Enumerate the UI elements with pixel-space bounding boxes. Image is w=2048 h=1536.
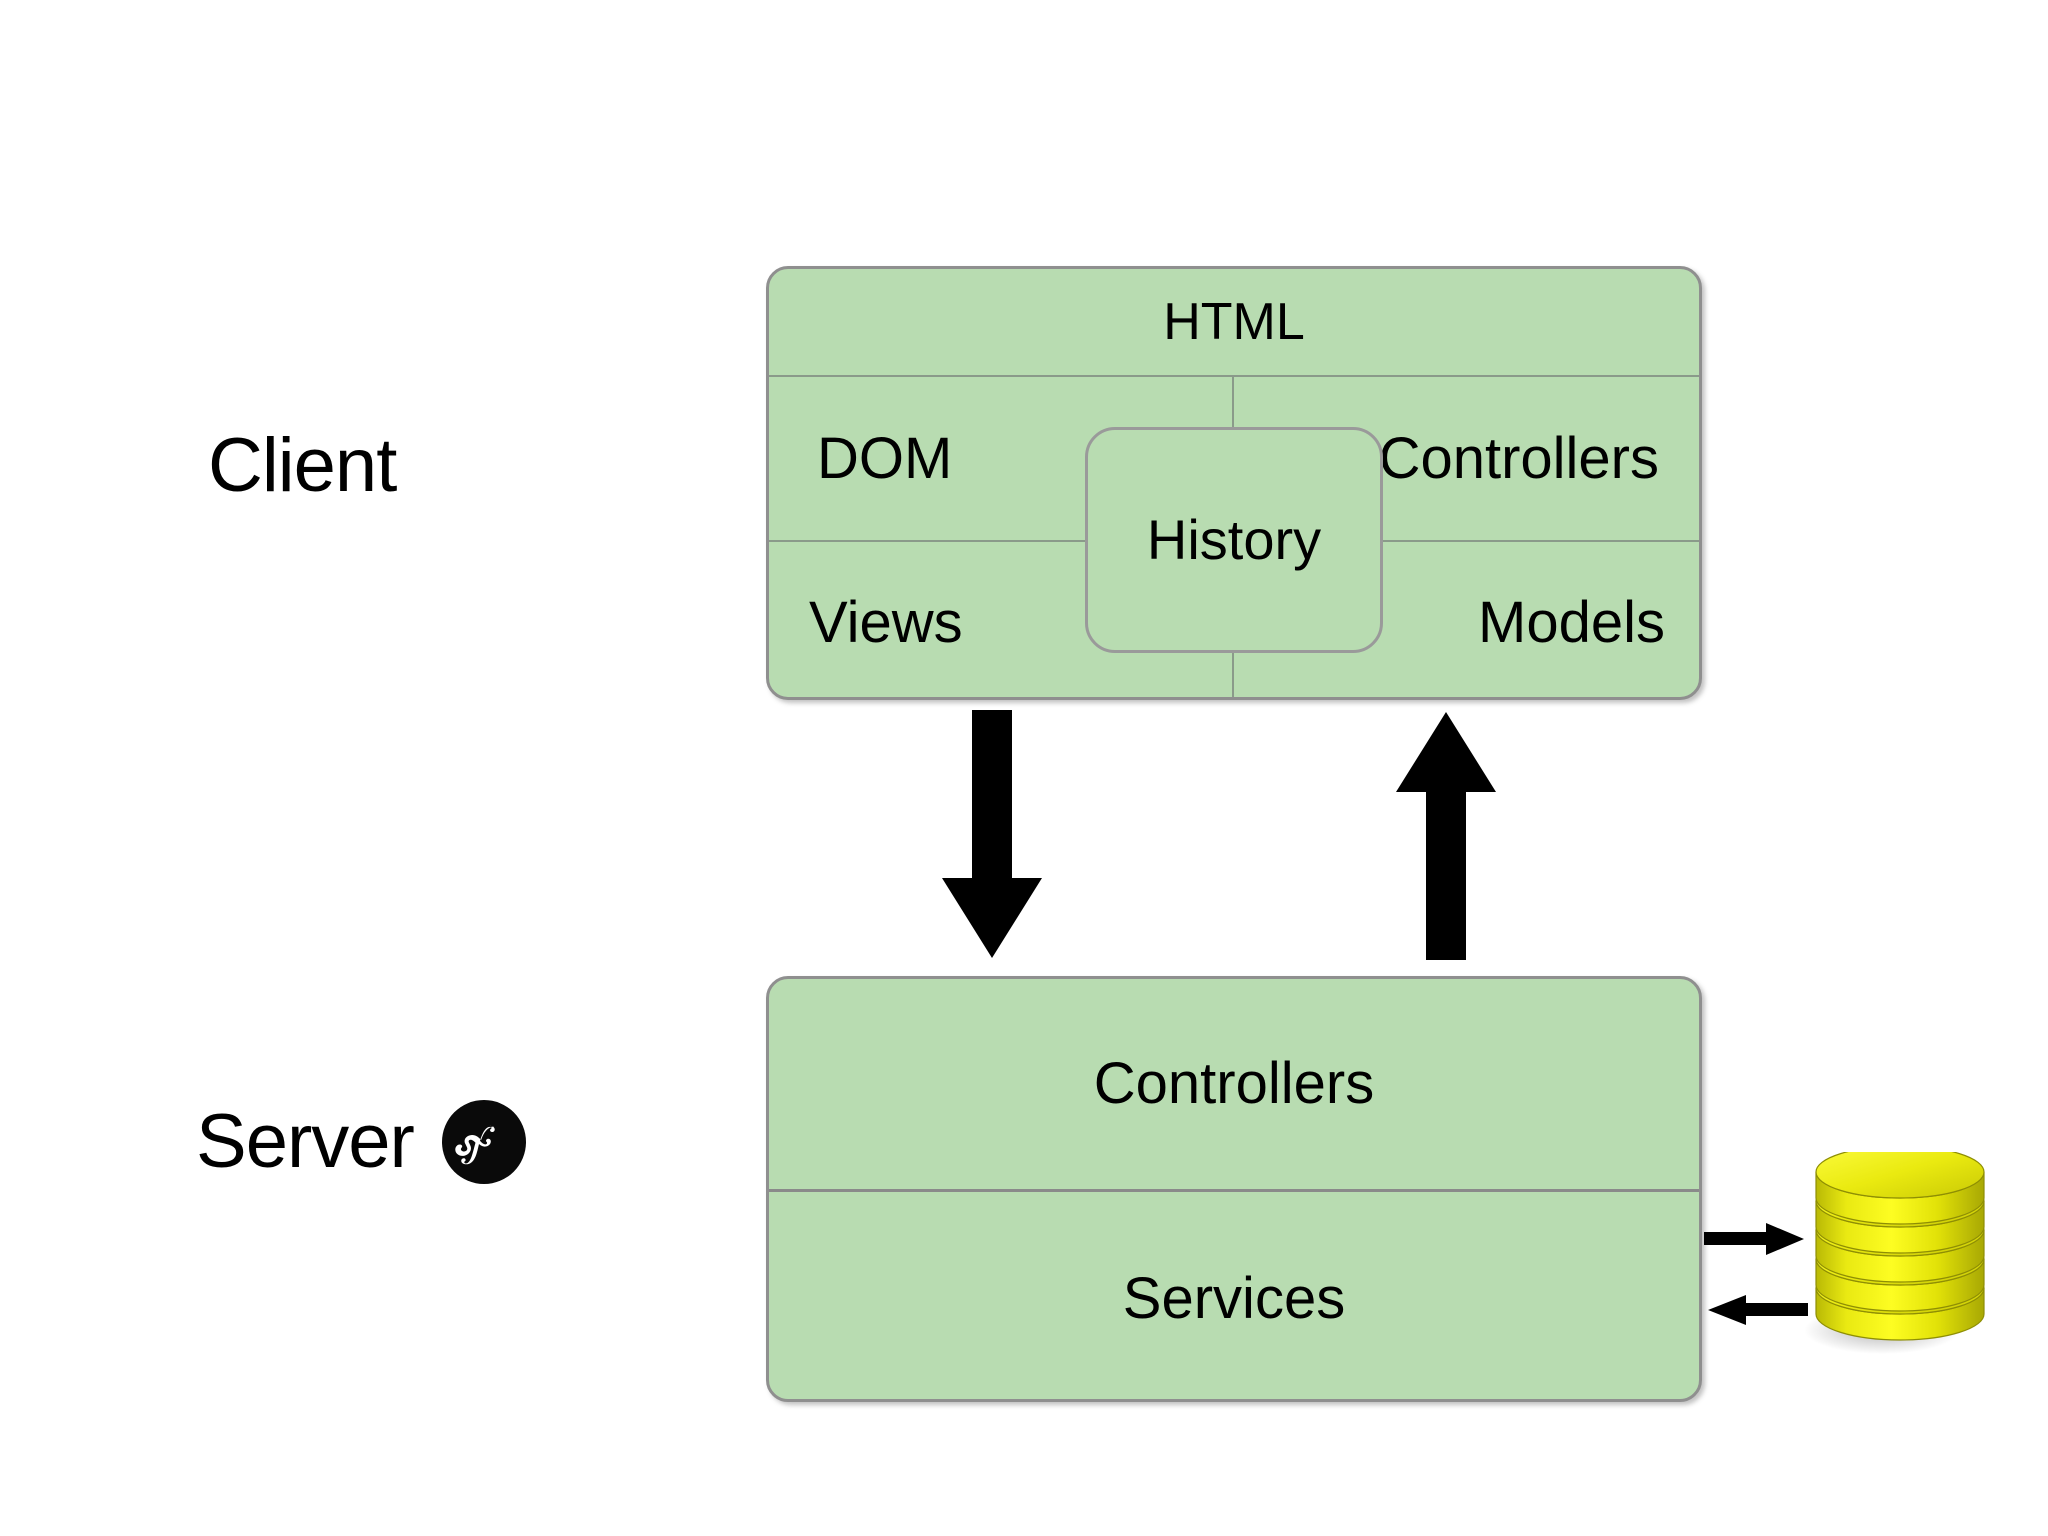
client-controllers-label: Controllers (1378, 425, 1659, 491)
symfony-logo-icon (441, 1100, 526, 1184)
server-to-client-up-arrow (1392, 710, 1500, 965)
server-services-label: Services (1122, 1265, 1346, 1331)
client-dom-label: DOM (817, 425, 953, 491)
client-to-server-down-arrow (938, 710, 1046, 965)
client-html-row: HTML (769, 269, 1699, 377)
client-architecture-panel: HTML DOM Controllers Views Models Histor… (766, 266, 1702, 700)
server-controllers-label: Controllers (1093, 1051, 1375, 1116)
client-models-label: Models (1478, 589, 1665, 655)
database-to-server-left-arrow (1708, 1295, 1808, 1325)
database-cylinder-icon (1800, 1145, 2000, 1364)
client-cell-controllers: Controllers (1234, 377, 1699, 540)
server-row-services: Services (769, 1192, 1699, 1399)
client-tier-label: Client (208, 423, 397, 508)
server-architecture-panel: Controllers Services (766, 976, 1702, 1402)
server-database-arrows (1704, 1215, 1808, 1343)
client-history-label: History (1146, 508, 1322, 571)
client-views-label: Views (809, 589, 963, 655)
client-history-box: History (1085, 427, 1383, 653)
client-cell-models: Models (1234, 540, 1699, 697)
client-cell-views: Views (769, 540, 1234, 697)
server-row-controllers: Controllers (769, 979, 1699, 1192)
client-html-label: HTML (1163, 293, 1305, 351)
server-tier-label: Server (196, 1099, 415, 1184)
server-tier-row: Server (196, 1100, 526, 1184)
server-to-database-right-arrow (1704, 1223, 1804, 1255)
